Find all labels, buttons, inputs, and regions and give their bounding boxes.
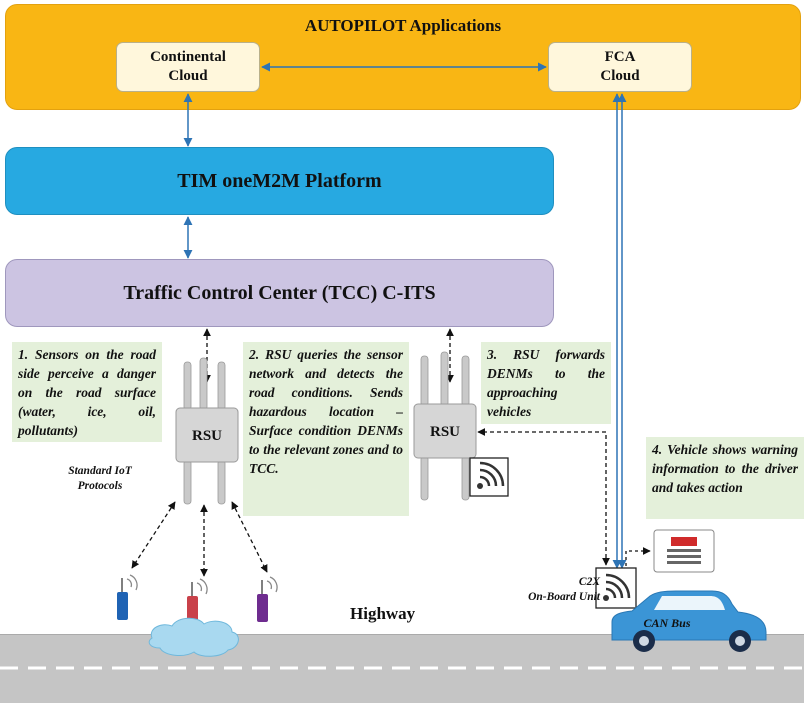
c2x-label-line2: On-Board Unit bbox=[528, 591, 600, 603]
step-1-note: 1. Sensors on the road side perceive a d… bbox=[12, 342, 162, 442]
continental-cloud-box: Continental Cloud bbox=[116, 42, 260, 92]
tcc-label: Traffic Control Center (TCC) C-ITS bbox=[123, 281, 436, 304]
applications-title: AUTOPILOT Applications bbox=[304, 16, 502, 35]
step-2-note: 2. RSU queries the sensor network and de… bbox=[243, 342, 409, 516]
fca-cloud-label-line2: Cloud bbox=[600, 68, 640, 84]
wifi-icon bbox=[595, 567, 637, 609]
step-3-note: 3. RSU forwards DENMs to the approaching… bbox=[481, 342, 611, 424]
display-icon bbox=[653, 529, 715, 573]
sensor-purple bbox=[257, 576, 278, 622]
antenna-icon bbox=[183, 357, 226, 505]
fca-cloud-label-line1: FCA bbox=[604, 49, 636, 65]
can-bus-label: CAN Bus bbox=[643, 616, 691, 630]
continental-cloud-label-line2: Cloud bbox=[168, 68, 208, 84]
platform-label: TIM oneM2M Platform bbox=[177, 169, 382, 192]
obu-to-display-arrow bbox=[625, 547, 651, 566]
wifi-icon bbox=[469, 457, 509, 497]
rsu-1-label: RSU bbox=[192, 428, 222, 444]
traffic-control-center-box: Traffic Control Center (TCC) C-ITS bbox=[5, 259, 554, 327]
onem2m-platform-box: TIM oneM2M Platform bbox=[5, 147, 554, 215]
c2x-label-line1: C2X bbox=[578, 576, 600, 588]
continental-cloud-label-line1: Continental bbox=[150, 49, 226, 65]
standard-iot-protocols-label: Standard IoT Protocols bbox=[40, 464, 160, 494]
rsu-unit-2: RSU bbox=[413, 351, 477, 501]
rsu-2-label: RSU bbox=[430, 424, 460, 440]
iot-label-line1: Standard IoT bbox=[68, 465, 132, 477]
c2x-obu-label: C2X On-Board Unit bbox=[500, 575, 600, 605]
rsu2-to-obu-arrow bbox=[477, 428, 610, 566]
step-4-note: 4. Vehicle shows warning information to … bbox=[646, 437, 804, 519]
sensor-red bbox=[187, 578, 208, 624]
iot-label-line2: Protocols bbox=[77, 480, 123, 492]
rsu1-to-sensor-purple-arrow bbox=[231, 501, 268, 573]
highway-label: Highway bbox=[350, 604, 416, 623]
sensor-blue bbox=[117, 574, 138, 620]
car-icon bbox=[611, 590, 767, 652]
fca-cloud-box: FCA Cloud bbox=[548, 42, 692, 92]
rsu1-to-sensor-blue-arrow bbox=[131, 501, 176, 569]
puddle-icon bbox=[148, 617, 239, 657]
rsu-unit-1: RSU bbox=[175, 357, 239, 505]
